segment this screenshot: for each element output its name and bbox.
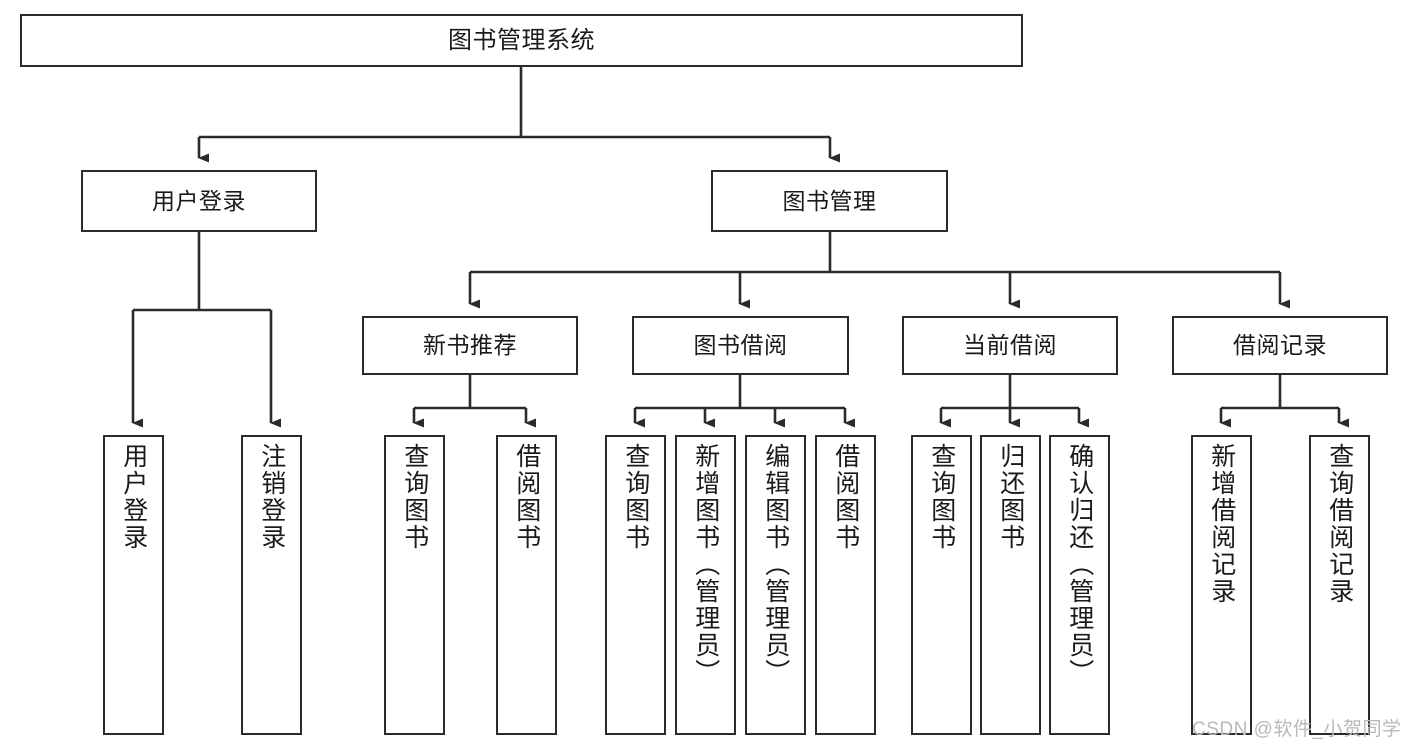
node-label: 借阅记录 <box>1233 332 1327 359</box>
node-label: 图书管理 <box>782 187 877 214</box>
node-root-system[interactable]: 图书管理系统 <box>20 14 1023 67</box>
node-leaf-add-record[interactable]: 新增借阅记录 <box>1191 435 1252 735</box>
node-leaf-borrow-book-2[interactable]: 借阅图书 <box>815 435 876 735</box>
node-label: 用户登录 <box>152 187 246 214</box>
node-leaf-query-record[interactable]: 查询借阅记录 <box>1309 435 1370 735</box>
node-label: 当前借阅 <box>963 332 1057 359</box>
node-label: 编辑图书（管理员） <box>761 443 790 686</box>
node-leaf-borrow-book-1[interactable]: 借阅图书 <box>496 435 557 735</box>
node-leaf-query-book-1[interactable]: 查询图书 <box>384 435 445 735</box>
node-book-borrow[interactable]: 图书借阅 <box>632 316 849 375</box>
node-label: 查询图书 <box>927 443 956 551</box>
node-leaf-return-book[interactable]: 归还图书 <box>980 435 1041 735</box>
node-borrow-record[interactable]: 借阅记录 <box>1172 316 1388 375</box>
node-label: 新增图书（管理员） <box>691 443 720 686</box>
node-user-login[interactable]: 用户登录 <box>81 170 317 232</box>
node-label: 新增借阅记录 <box>1207 443 1236 605</box>
node-leaf-add-book[interactable]: 新增图书（管理员） <box>675 435 736 735</box>
node-leaf-user-login[interactable]: 用户登录 <box>103 435 164 735</box>
node-leaf-edit-book[interactable]: 编辑图书（管理员） <box>745 435 806 735</box>
node-label: 图书借阅 <box>693 332 788 359</box>
node-label: 借阅图书 <box>512 443 541 551</box>
node-label: 确认归还（管理员） <box>1065 443 1094 686</box>
node-label: 用户登录 <box>119 443 148 551</box>
node-new-book-recommend[interactable]: 新书推荐 <box>362 316 578 375</box>
node-leaf-query-book-3[interactable]: 查询图书 <box>911 435 972 735</box>
node-label: 查询图书 <box>400 443 429 551</box>
node-leaf-query-book-2[interactable]: 查询图书 <box>605 435 666 735</box>
node-label: 新书推荐 <box>423 332 517 359</box>
node-label: 查询图书 <box>621 443 650 551</box>
node-leaf-confirm-return[interactable]: 确认归还（管理员） <box>1049 435 1110 735</box>
node-label: 图书管理系统 <box>448 26 595 54</box>
node-leaf-user-logout[interactable]: 注销登录 <box>241 435 302 735</box>
node-current-borrow[interactable]: 当前借阅 <box>902 316 1118 375</box>
node-label: 借阅图书 <box>831 443 860 551</box>
node-book-manage[interactable]: 图书管理 <box>711 170 948 232</box>
node-label: 查询借阅记录 <box>1325 443 1354 605</box>
node-label: 注销登录 <box>257 443 286 551</box>
node-label: 归还图书 <box>996 443 1025 551</box>
